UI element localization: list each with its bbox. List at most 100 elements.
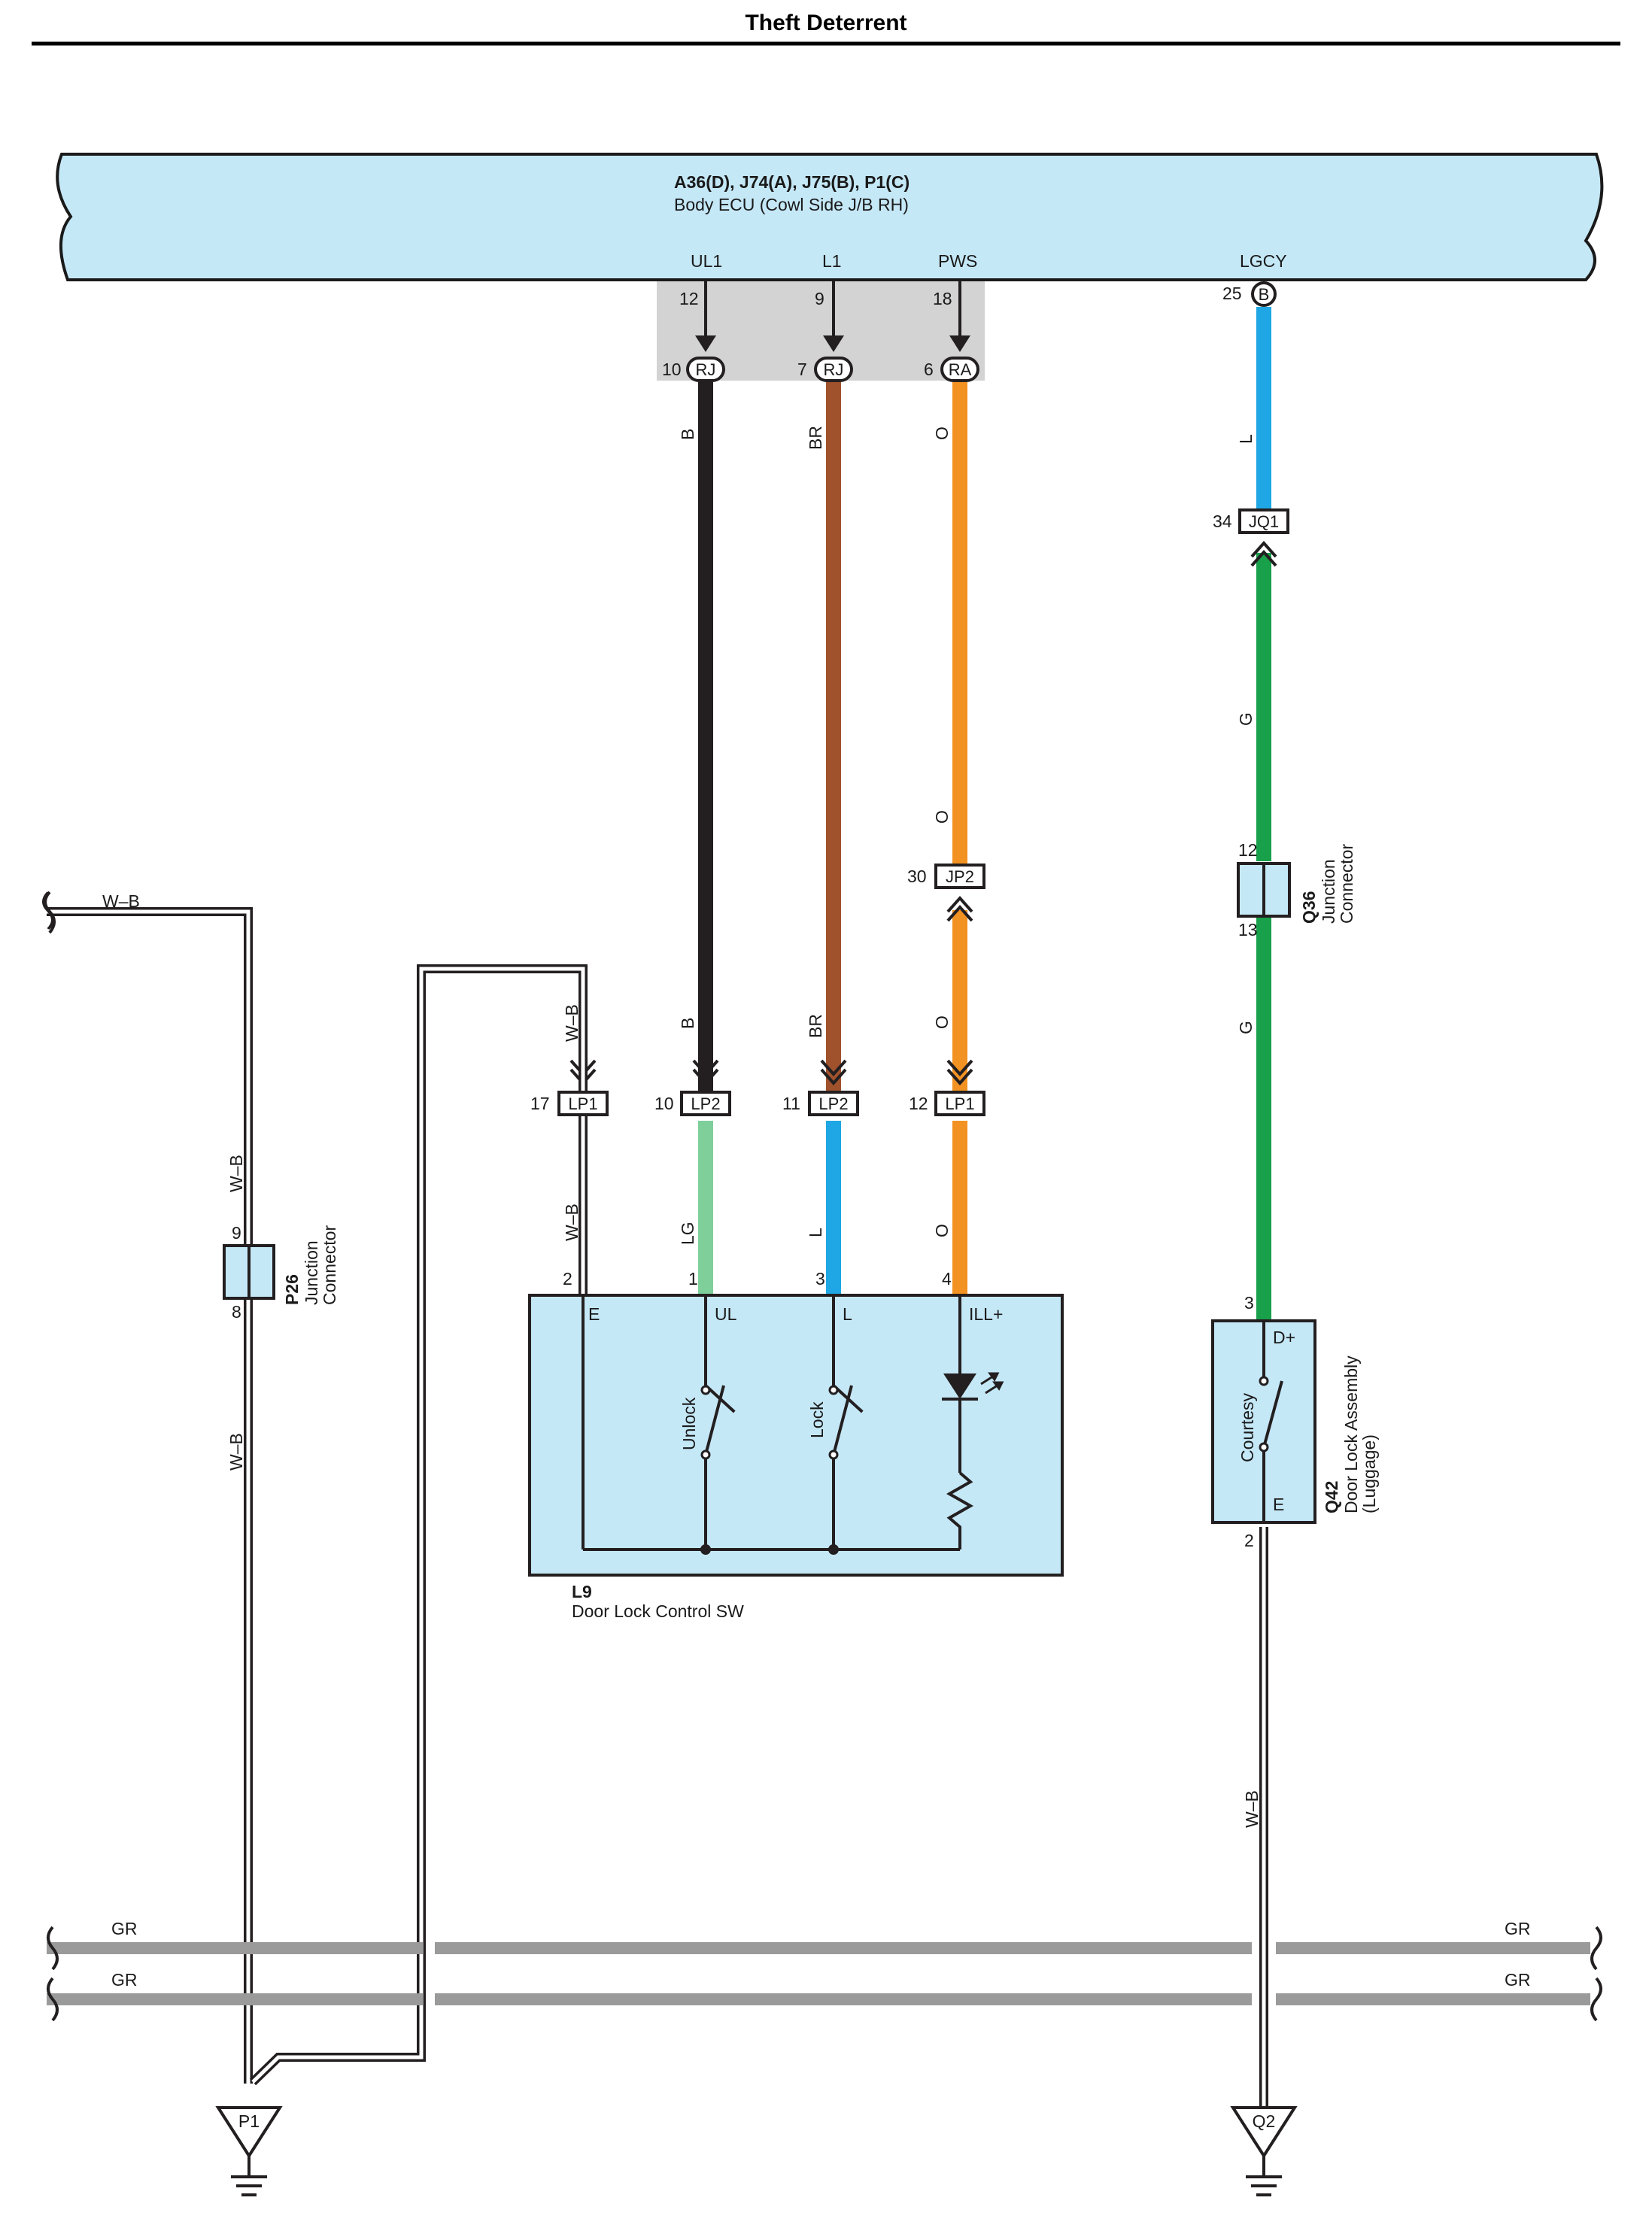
- svg-text:LP1: LP1: [568, 1094, 597, 1113]
- svg-text:P26: P26: [282, 1274, 302, 1305]
- svg-text:E: E: [1273, 1495, 1284, 1514]
- inline-pin-ul1: 10: [662, 360, 682, 379]
- svg-text:17: 17: [530, 1094, 550, 1113]
- ecu-lead-arrows: [695, 335, 970, 352]
- left-break: [44, 891, 56, 934]
- svg-text:RJ: RJ: [824, 360, 844, 379]
- wire-ul1-black: [698, 382, 713, 1097]
- switch-courtesy-label: Courtesy: [1237, 1392, 1257, 1462]
- wire-label: B: [678, 429, 697, 440]
- q42-name-2: (Luggage): [1359, 1434, 1379, 1513]
- svg-text:Q2: Q2: [1253, 2111, 1276, 2131]
- svg-text:8: 8: [232, 1302, 241, 1322]
- ecu-terminal-ul1: UL1: [691, 251, 722, 271]
- svg-text:P1: P1: [238, 2111, 260, 2131]
- wire-pws-orange-lower: [952, 910, 967, 1097]
- wire-label: GR: [111, 1919, 138, 1938]
- wire-label: W–B: [562, 1004, 582, 1042]
- svg-text:UL: UL: [715, 1304, 737, 1324]
- svg-text:12: 12: [909, 1094, 928, 1113]
- connector-lp1-ill: LP1 12: [909, 1091, 985, 1116]
- svg-text:RJ: RJ: [696, 360, 716, 379]
- svg-text:Q36: Q36: [1299, 891, 1319, 924]
- switch-lock-label: Lock: [807, 1401, 827, 1438]
- l9-name: Door Lock Control SW: [572, 1601, 744, 1621]
- wire-label: L: [1236, 434, 1256, 444]
- ecu-connectors: A36(D), J74(A), J75(B), P1(C): [674, 172, 910, 192]
- ecu-terminal-pws: PWS: [938, 251, 977, 271]
- wire-label: B: [678, 1018, 697, 1029]
- inline-connector-ul1: RJ 10: [662, 357, 725, 382]
- svg-text:30: 30: [907, 867, 927, 886]
- shield-lines: GR GR GR GR: [47, 1919, 1602, 2022]
- pin-pws: 18: [933, 289, 952, 308]
- wire-l-blue: [826, 1121, 841, 1294]
- wire-label: LG: [678, 1222, 697, 1245]
- wire-label: GR: [1505, 1970, 1531, 1990]
- svg-text:D+: D+: [1273, 1328, 1295, 1347]
- svg-text:Junction: Junction: [302, 1240, 321, 1305]
- connector-lp2-l: LP2 11: [782, 1091, 859, 1116]
- pin-lgcy: 25: [1222, 284, 1242, 303]
- ecu-terminal-l1: L1: [822, 251, 842, 271]
- svg-text:3: 3: [815, 1269, 825, 1288]
- ecu-name: Body ECU (Cowl Side J/B RH): [674, 195, 909, 214]
- wire-label: W–B: [1242, 1790, 1262, 1828]
- pin-ul1: 12: [679, 289, 699, 308]
- svg-text:10: 10: [654, 1094, 674, 1113]
- page-title: Theft Deterrent: [745, 11, 907, 35]
- wire-label: W–B: [102, 891, 140, 911]
- lp-chevrons: [569, 1059, 973, 1086]
- wire-pws-orange-upper: [952, 382, 967, 864]
- l9-id: L9: [572, 1582, 592, 1601]
- wire-label: BR: [806, 1014, 825, 1038]
- wire-ul-light-green: [698, 1121, 713, 1294]
- wire-label: O: [932, 1224, 952, 1237]
- wire-label: W–B: [226, 1155, 246, 1192]
- svg-text:Connector: Connector: [320, 1225, 339, 1305]
- wire-label: G: [1236, 1021, 1256, 1034]
- svg-text:2: 2: [1244, 1531, 1254, 1550]
- ground-p1: P1: [215, 2106, 283, 2196]
- wire-label: W–B: [562, 1204, 582, 1241]
- svg-text:LP1: LP1: [945, 1094, 974, 1113]
- svg-text:LP2: LP2: [691, 1094, 720, 1113]
- wire-label: O: [932, 1015, 952, 1029]
- q36-junction-connector: 12 13 Q36 Junction Connector: [1237, 840, 1356, 939]
- wire-label: L: [806, 1228, 825, 1237]
- body-ecu: A36(D), J74(A), J75(B), P1(C) Body ECU (…: [56, 153, 1604, 281]
- wire-label: GR: [1505, 1919, 1531, 1938]
- wire-label: W–B: [226, 1433, 246, 1471]
- wire-label: G: [1236, 712, 1256, 726]
- svg-text:4: 4: [942, 1269, 952, 1288]
- svg-text:RA: RA: [949, 360, 972, 379]
- svg-text:1: 1: [688, 1269, 698, 1288]
- connector-jp2: JP2 30: [907, 864, 985, 922]
- ground-q2: Q2: [1230, 2106, 1298, 2196]
- inline-pin-pws: 6: [924, 360, 934, 379]
- wire-ill-orange: [952, 1121, 967, 1294]
- wire-label: O: [932, 426, 952, 440]
- svg-text:Connector: Connector: [1337, 844, 1356, 924]
- svg-text:LP2: LP2: [818, 1094, 848, 1113]
- q42-id: Q42: [1322, 1481, 1341, 1513]
- ecu-leads: [704, 281, 961, 342]
- ecu-terminal-lgcy: LGCY: [1240, 251, 1287, 271]
- connector-jq1: JQ1 34: [1213, 508, 1289, 567]
- wire-l1-brown: [826, 382, 841, 1097]
- svg-text:L: L: [843, 1304, 852, 1324]
- wire-lgcy-blue: [1256, 307, 1271, 508]
- ground-wires: [47, 907, 1268, 2106]
- svg-text:9: 9: [232, 1223, 241, 1243]
- wire-label: BR: [806, 426, 825, 450]
- svg-text:ILL+: ILL+: [969, 1304, 1003, 1324]
- svg-text:JP2: JP2: [946, 867, 974, 886]
- inline-pin-l1: 7: [797, 360, 807, 379]
- svg-text:34: 34: [1213, 511, 1232, 531]
- q42-door-lock-assembly: 3 2 D+ E Courtesy Q42 Door Lock Assembly…: [1211, 1293, 1379, 1550]
- switch-unlock-label: Unlock: [679, 1397, 699, 1450]
- p26-junction-connector: 9 8 P26 Junction Connector: [223, 1223, 339, 1322]
- connector-lp2-ul: LP2 10: [654, 1091, 731, 1116]
- svg-text:13: 13: [1238, 920, 1258, 939]
